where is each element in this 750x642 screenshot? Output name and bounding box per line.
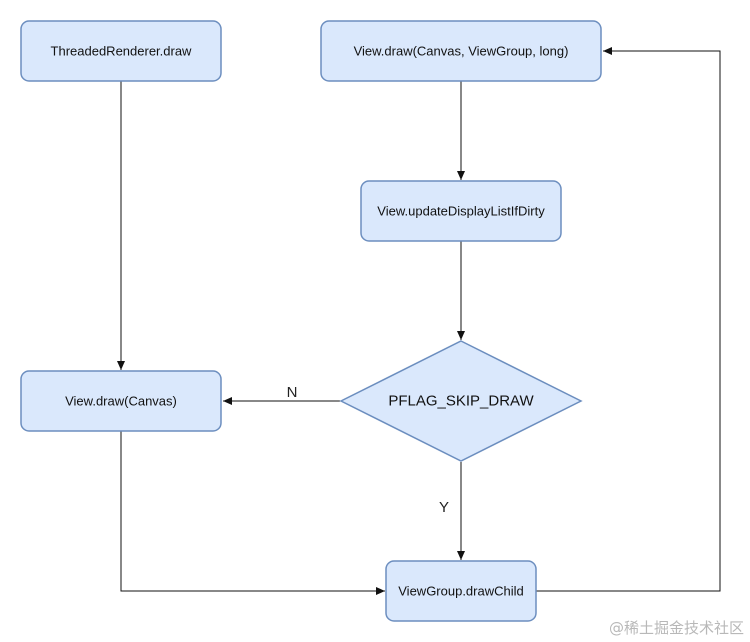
edge-label-no: N [287, 384, 298, 401]
node-decision-pflag-skip-draw: PFLAG_SKIP_DRAW [339, 340, 583, 462]
watermark: @稀土掘金技术社区 [608, 619, 744, 637]
edge-viewdraw-to-drawchild [120, 431, 385, 595]
node-view-draw-canvas: View.draw(Canvas) [20, 370, 222, 432]
node-label: ThreadedRenderer.draw [51, 44, 193, 59]
node-label: View.updateDisplayListIfDirty [377, 204, 545, 219]
node-threaded-renderer-draw: ThreadedRenderer.draw [20, 20, 222, 82]
node-label: View.draw(Canvas) [65, 394, 177, 409]
edge-label-yes: Y [439, 499, 449, 516]
node-label: ViewGroup.drawChild [398, 584, 524, 599]
node-viewgroup-draw-child: ViewGroup.drawChild [385, 560, 537, 622]
node-view-draw-full: View.draw(Canvas, ViewGroup, long) [320, 20, 602, 82]
node-label: PFLAG_SKIP_DRAW [388, 393, 534, 410]
edge-drawchild-loop [536, 47, 721, 592]
node-label: View.draw(Canvas, ViewGroup, long) [354, 44, 569, 59]
node-update-display-list: View.updateDisplayListIfDirty [360, 180, 562, 242]
